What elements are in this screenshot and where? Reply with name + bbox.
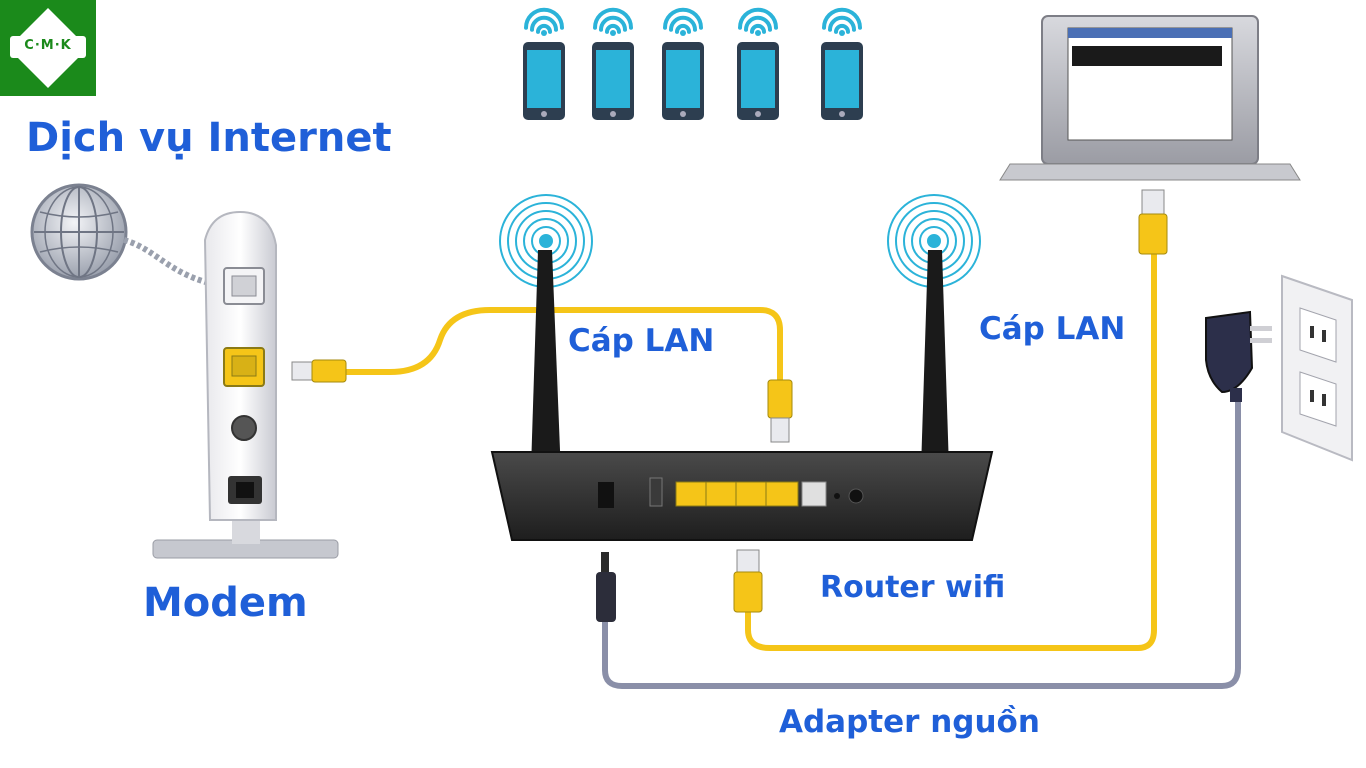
router-wifi-label: Router wifi [820, 570, 1006, 605]
globe-icon [30, 183, 128, 281]
lan-cable-2 [745, 247, 1157, 651]
power-adapter-icon [1205, 310, 1272, 402]
lan-cable-label-2: Cáp LAN [979, 311, 1126, 347]
wifi-icon [738, 7, 778, 36]
logo-badge: C·M·K [0, 0, 96, 96]
wall-outlet-icon [1281, 274, 1353, 462]
phone-icon [592, 42, 634, 120]
phone-icon [662, 42, 704, 120]
modem-icon [152, 210, 339, 559]
phone-icon [737, 42, 779, 120]
power-plug-icon [596, 552, 616, 622]
wifi-icon [593, 7, 633, 36]
ethernet-plug-icon [291, 359, 347, 383]
power-adapter-label: Adapter nguồn [779, 704, 1040, 740]
phone-icon [821, 42, 863, 120]
logo-text: C·M·K [24, 38, 72, 53]
logo [0, 0, 96, 96]
wifi-icon [524, 7, 564, 36]
ethernet-plug-icon [767, 379, 793, 443]
phone-line-cable [123, 237, 236, 291]
modem-label: Modem [143, 580, 308, 626]
ethernet-plug-icon [1138, 189, 1168, 255]
power-cable [602, 393, 1241, 689]
internet-service-label: Dịch vụ Internet [26, 115, 392, 161]
ethernet-plug-icon [733, 549, 763, 613]
router-icon [490, 250, 994, 541]
phones-group [523, 7, 863, 120]
wifi-icon [663, 7, 703, 36]
wifi-icon [822, 7, 862, 36]
lan-cable-label-1: Cáp LAN [568, 323, 715, 359]
laptop-icon [999, 15, 1301, 181]
phone-icon [523, 42, 565, 120]
lan-cable-1 [342, 307, 783, 383]
